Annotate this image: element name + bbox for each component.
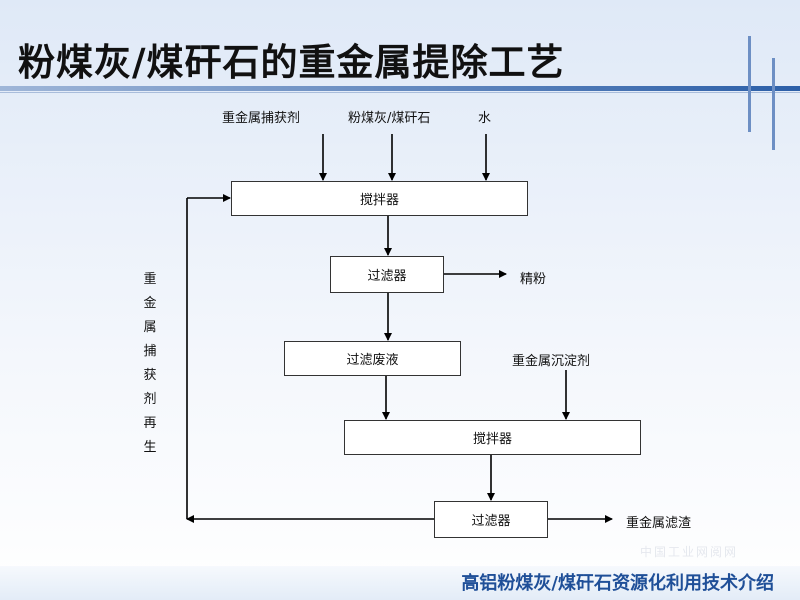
footer-caption: 高铝粉煤灰/煤矸石资源化利用技术介绍 — [461, 573, 774, 594]
output-fine-powder: 精粉 — [520, 272, 547, 287]
slide-title: 粉煤灰/煤矸石的重金属提除工艺 — [18, 41, 565, 84]
recycle-label-char: 属 — [143, 320, 157, 335]
recycle-label-char: 生 — [143, 440, 157, 455]
mixer-box-2: 搅拌器 — [344, 420, 641, 455]
recycle-label-char: 再 — [143, 416, 157, 431]
decor-vertical-line — [748, 36, 751, 132]
watermark: 中国工业网阅网 — [640, 545, 739, 559]
filter-box-1: 过滤器 — [330, 256, 444, 293]
recycle-label-char: 重 — [143, 272, 157, 287]
output-residue: 重金属滤渣 — [626, 516, 692, 531]
recycle-label-char: 金 — [143, 296, 157, 311]
recycle-label-char: 剂 — [143, 392, 157, 407]
input-water: 水 — [478, 111, 492, 126]
footer-bar — [0, 566, 800, 600]
input-capture-agent: 重金属捕获剂 — [222, 111, 301, 126]
recycle-label-char: 捕 — [143, 344, 157, 359]
input-precipitant: 重金属沉淀剂 — [512, 354, 591, 369]
filter-box-2: 过滤器 — [434, 501, 548, 538]
mixer-box-1: 搅拌器 — [231, 181, 528, 216]
title-underline-thin — [0, 92, 800, 93]
recycle-label: 重 金 属 捕 获 剂 再 生 — [140, 268, 160, 460]
decor-vertical-line — [772, 58, 775, 150]
input-raw-material: 粉煤灰/煤矸石 — [348, 111, 431, 126]
recycle-label-char: 获 — [143, 368, 157, 383]
title-underline — [0, 86, 800, 91]
filtrate-box: 过滤废液 — [284, 341, 461, 376]
